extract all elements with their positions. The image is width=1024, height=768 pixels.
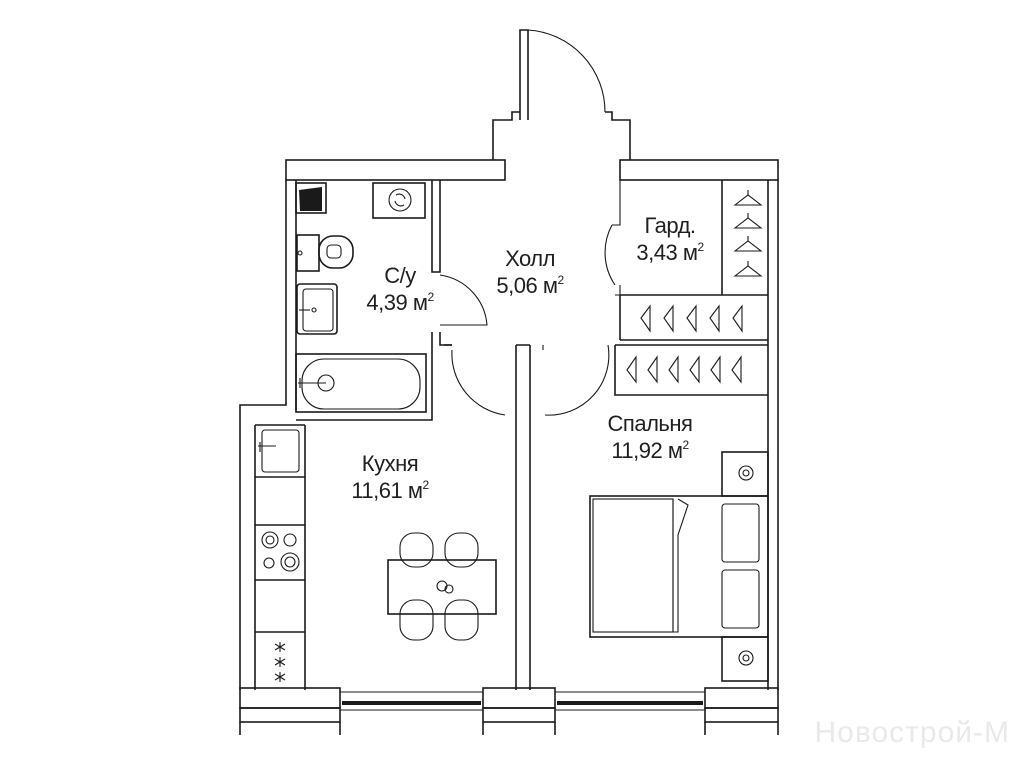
room-label-bedroom: Спальня 11,92 м2 — [585, 410, 715, 464]
nightstand-icon — [721, 636, 769, 682]
dining-table-icon — [387, 532, 497, 641]
area-exponent: 2 — [682, 438, 689, 452]
watermark: Новострой-М — [814, 716, 1010, 749]
bathroom — [295, 180, 488, 421]
area-value: 3,43 — [636, 240, 678, 265]
top-wall — [285, 159, 779, 181]
hanger-icons — [626, 190, 763, 384]
area-exponent: 2 — [697, 240, 704, 254]
fridge-icon — [274, 642, 286, 682]
room-area: 11,92 м2 — [585, 437, 715, 464]
room-name: Гард. — [644, 213, 696, 238]
washing-machine-icon — [372, 182, 426, 219]
room-area: 4,39 м2 — [345, 289, 455, 316]
toilet-icon — [296, 234, 354, 272]
area-value: 4,39 — [366, 290, 408, 315]
nightstand-icon — [721, 451, 769, 497]
room-area: 11,61 м2 — [325, 477, 455, 504]
kitchen — [254, 424, 497, 690]
bottom-wall — [239, 687, 779, 735]
kitchen-sink-icon — [258, 429, 300, 473]
area-unit: м — [542, 273, 558, 298]
room-label-kitchen: Кухня 11,61 м2 — [325, 450, 455, 504]
window-icon — [340, 691, 483, 711]
room-name: Спальня — [607, 411, 693, 436]
stove-icon — [261, 531, 300, 572]
room-label-hall: Холл 5,06 м2 — [470, 245, 590, 299]
area-unit: м — [667, 438, 683, 463]
area-value: 11,92 — [611, 438, 663, 463]
sink-icon — [296, 283, 338, 335]
area-exponent: 2 — [422, 478, 429, 492]
bedroom — [589, 451, 769, 682]
room-name: Кухня — [361, 451, 419, 476]
room-label-bathroom: С/у 4,39 м2 — [345, 262, 455, 316]
area-unit: м — [407, 478, 423, 503]
bathtub-icon — [295, 353, 427, 413]
entrance-door — [492, 29, 631, 160]
room-label-wardrobe: Гард. 3,43 м2 — [615, 212, 725, 266]
area-exponent: 2 — [557, 273, 564, 287]
area-unit: м — [412, 290, 428, 315]
room-name: С/у — [384, 263, 416, 288]
wardrobe — [614, 180, 768, 396]
area-value: 5,06 — [496, 273, 538, 298]
room-area: 5,06 м2 — [470, 272, 590, 299]
window-icon — [555, 691, 705, 711]
room-name: Холл — [505, 246, 555, 271]
area-value: 11,61 — [351, 478, 403, 503]
room-area: 3,43 м2 — [615, 239, 725, 266]
area-exponent: 2 — [427, 290, 434, 304]
bed-icon — [589, 495, 769, 638]
area-unit: м — [682, 240, 698, 265]
